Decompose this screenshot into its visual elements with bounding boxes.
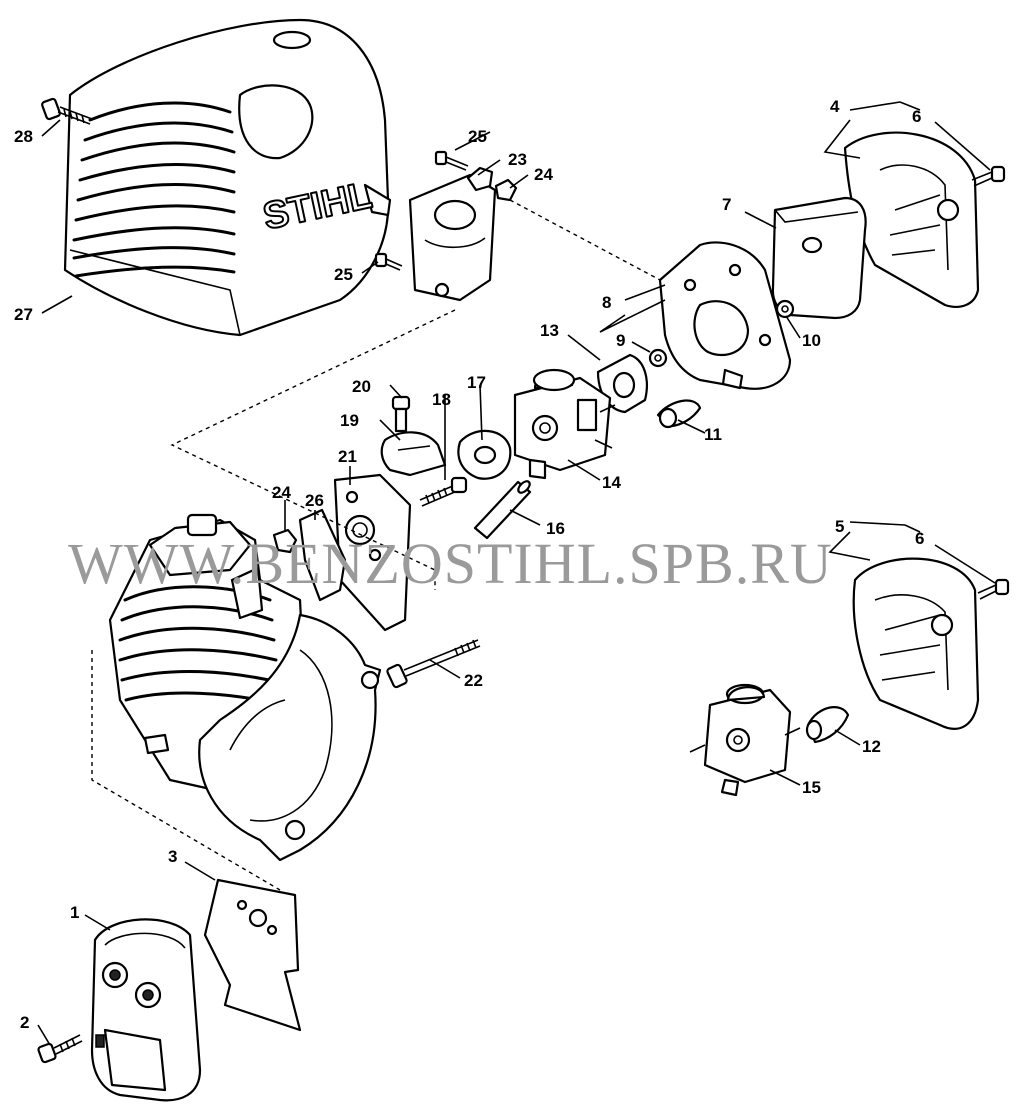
assembly-guide-lines — [91, 199, 661, 891]
screw-25-lower — [374, 252, 403, 271]
callout-27: 27 — [14, 305, 33, 324]
callout-20: 20 — [352, 377, 371, 396]
screw-25-upper — [434, 150, 469, 171]
callout-21: 21 — [338, 447, 357, 466]
screw-18 — [419, 476, 468, 507]
screw-20 — [391, 395, 411, 433]
callout-1: 1 — [70, 903, 79, 922]
choke-knob-12 — [805, 706, 850, 744]
bolt-22 — [386, 639, 481, 689]
callout-28: 28 — [14, 127, 33, 146]
callout-18: 18 — [432, 390, 451, 409]
intake-flange-21 — [333, 473, 412, 632]
callout-15: 15 — [802, 778, 821, 797]
callout-23: 23 — [508, 150, 527, 169]
callout-2: 2 — [20, 1013, 29, 1032]
choke-knob-11 — [656, 399, 702, 429]
air-filter-7 — [771, 196, 867, 320]
callout-11: 11 — [704, 425, 722, 444]
callout-14: 14 — [602, 473, 621, 492]
callout-5: 5 — [835, 517, 844, 536]
callout-10: 10 — [802, 331, 821, 350]
callout-6-lower: 6 — [915, 529, 924, 548]
callout-numbers: 28 27 25 23 24 25 4 6 7 8 9 10 11 13 14 … — [14, 97, 924, 1032]
screw-6-lower — [977, 578, 1010, 600]
callout-leaders — [37, 101, 996, 1046]
insulator-26 — [298, 508, 347, 602]
callout-8: 8 — [602, 293, 611, 312]
callout-17: 17 — [467, 373, 486, 392]
callout-12: 12 — [862, 737, 881, 756]
callout-25-upper: 25 — [468, 127, 487, 146]
callout-9: 9 — [616, 331, 625, 350]
air-filter-cover-5 — [852, 557, 980, 730]
intake-elbow-housing — [408, 173, 497, 302]
screw-28 — [41, 97, 93, 125]
engine-shroud: STIHL — [63, 18, 392, 337]
muffler-gasket-3 — [203, 878, 302, 1032]
carburetor-mounting-plate-8 — [658, 241, 792, 390]
muffler-1 — [90, 918, 202, 1102]
callout-4: 4 — [830, 97, 840, 116]
carburetor-14 — [513, 368, 616, 480]
callout-26: 26 — [305, 491, 324, 510]
gasket-17 — [457, 429, 512, 480]
callout-19: 19 — [340, 411, 359, 430]
nut-10 — [775, 299, 795, 319]
callout-24-lower: 24 — [272, 483, 291, 502]
fan-housing — [198, 613, 382, 862]
air-filter-cover-4 — [843, 131, 980, 308]
shroud-handle-opening — [238, 84, 314, 160]
screw-6-upper — [971, 165, 1006, 187]
clip-23 — [466, 166, 494, 192]
fuel-hose-16 — [473, 480, 532, 540]
carburetor-15 — [689, 683, 801, 797]
callout-24-upper: 24 — [534, 165, 553, 184]
callout-22: 22 — [464, 671, 483, 690]
callout-16: 16 — [546, 519, 565, 538]
screw-2 — [37, 1034, 83, 1064]
nut-9 — [648, 348, 668, 368]
callout-13: 13 — [540, 321, 559, 340]
callout-7: 7 — [722, 195, 731, 214]
callout-25-lower: 25 — [334, 265, 353, 284]
callout-3: 3 — [168, 847, 177, 866]
callout-6-upper: 6 — [912, 107, 921, 126]
watermark: WWW.BENZOSTIHL.SPB.RU — [68, 531, 833, 596]
bracket-19 — [380, 431, 447, 477]
nut-24-upper — [494, 178, 518, 202]
shroud-vent-slots — [72, 101, 236, 278]
